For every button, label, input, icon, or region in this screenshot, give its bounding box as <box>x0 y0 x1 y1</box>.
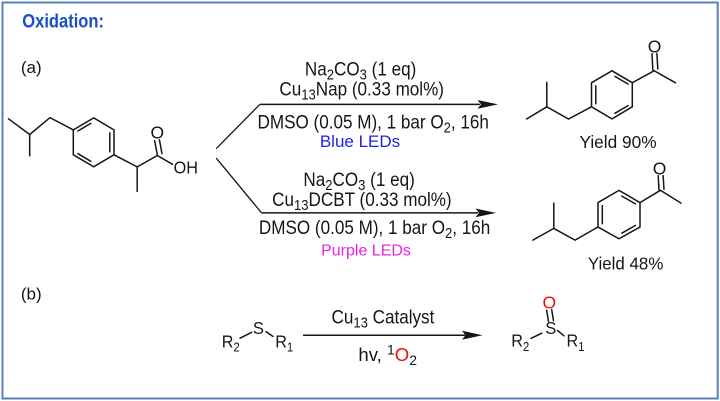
svg-text:O: O <box>542 293 556 313</box>
svg-text:Na2CO3 (1 eq): Na2CO3 (1 eq) <box>303 169 414 193</box>
svg-text:DMSO (0.05 M), 1 bar O2, 16h: DMSO (0.05 M), 1 bar O2, 16h <box>257 112 488 136</box>
svg-text:O: O <box>648 36 662 56</box>
svg-text:(b): (b) <box>21 285 42 304</box>
svg-text:Blue LEDs: Blue LEDs <box>320 132 400 151</box>
svg-text:Cu13Nap (0.33 mol%): Cu13Nap (0.33 mol%) <box>279 79 444 103</box>
svg-text:Cu13DCBT (0.33 mol%): Cu13DCBT (0.33 mol%) <box>272 189 451 213</box>
svg-text:Oxidation:: Oxidation: <box>22 11 104 32</box>
svg-text:DMSO (0.05 M), 1 bar O2, 16h: DMSO (0.05 M), 1 bar O2, 16h <box>259 217 490 241</box>
svg-text:Cu13 Catalyst: Cu13 Catalyst <box>331 307 434 331</box>
svg-text:S: S <box>253 319 264 338</box>
svg-text:OH: OH <box>174 158 198 178</box>
svg-text:Yield 48%: Yield 48% <box>588 253 664 274</box>
svg-text:O: O <box>653 159 667 179</box>
svg-text:Na2CO3 (1 eq): Na2CO3 (1 eq) <box>305 59 416 83</box>
svg-text:Yield 90%: Yield 90% <box>579 132 656 152</box>
svg-text:Purple LEDs: Purple LEDs <box>321 243 411 260</box>
svg-text:O: O <box>150 123 164 143</box>
svg-text:S: S <box>545 318 556 337</box>
svg-text:(a): (a) <box>21 58 42 77</box>
